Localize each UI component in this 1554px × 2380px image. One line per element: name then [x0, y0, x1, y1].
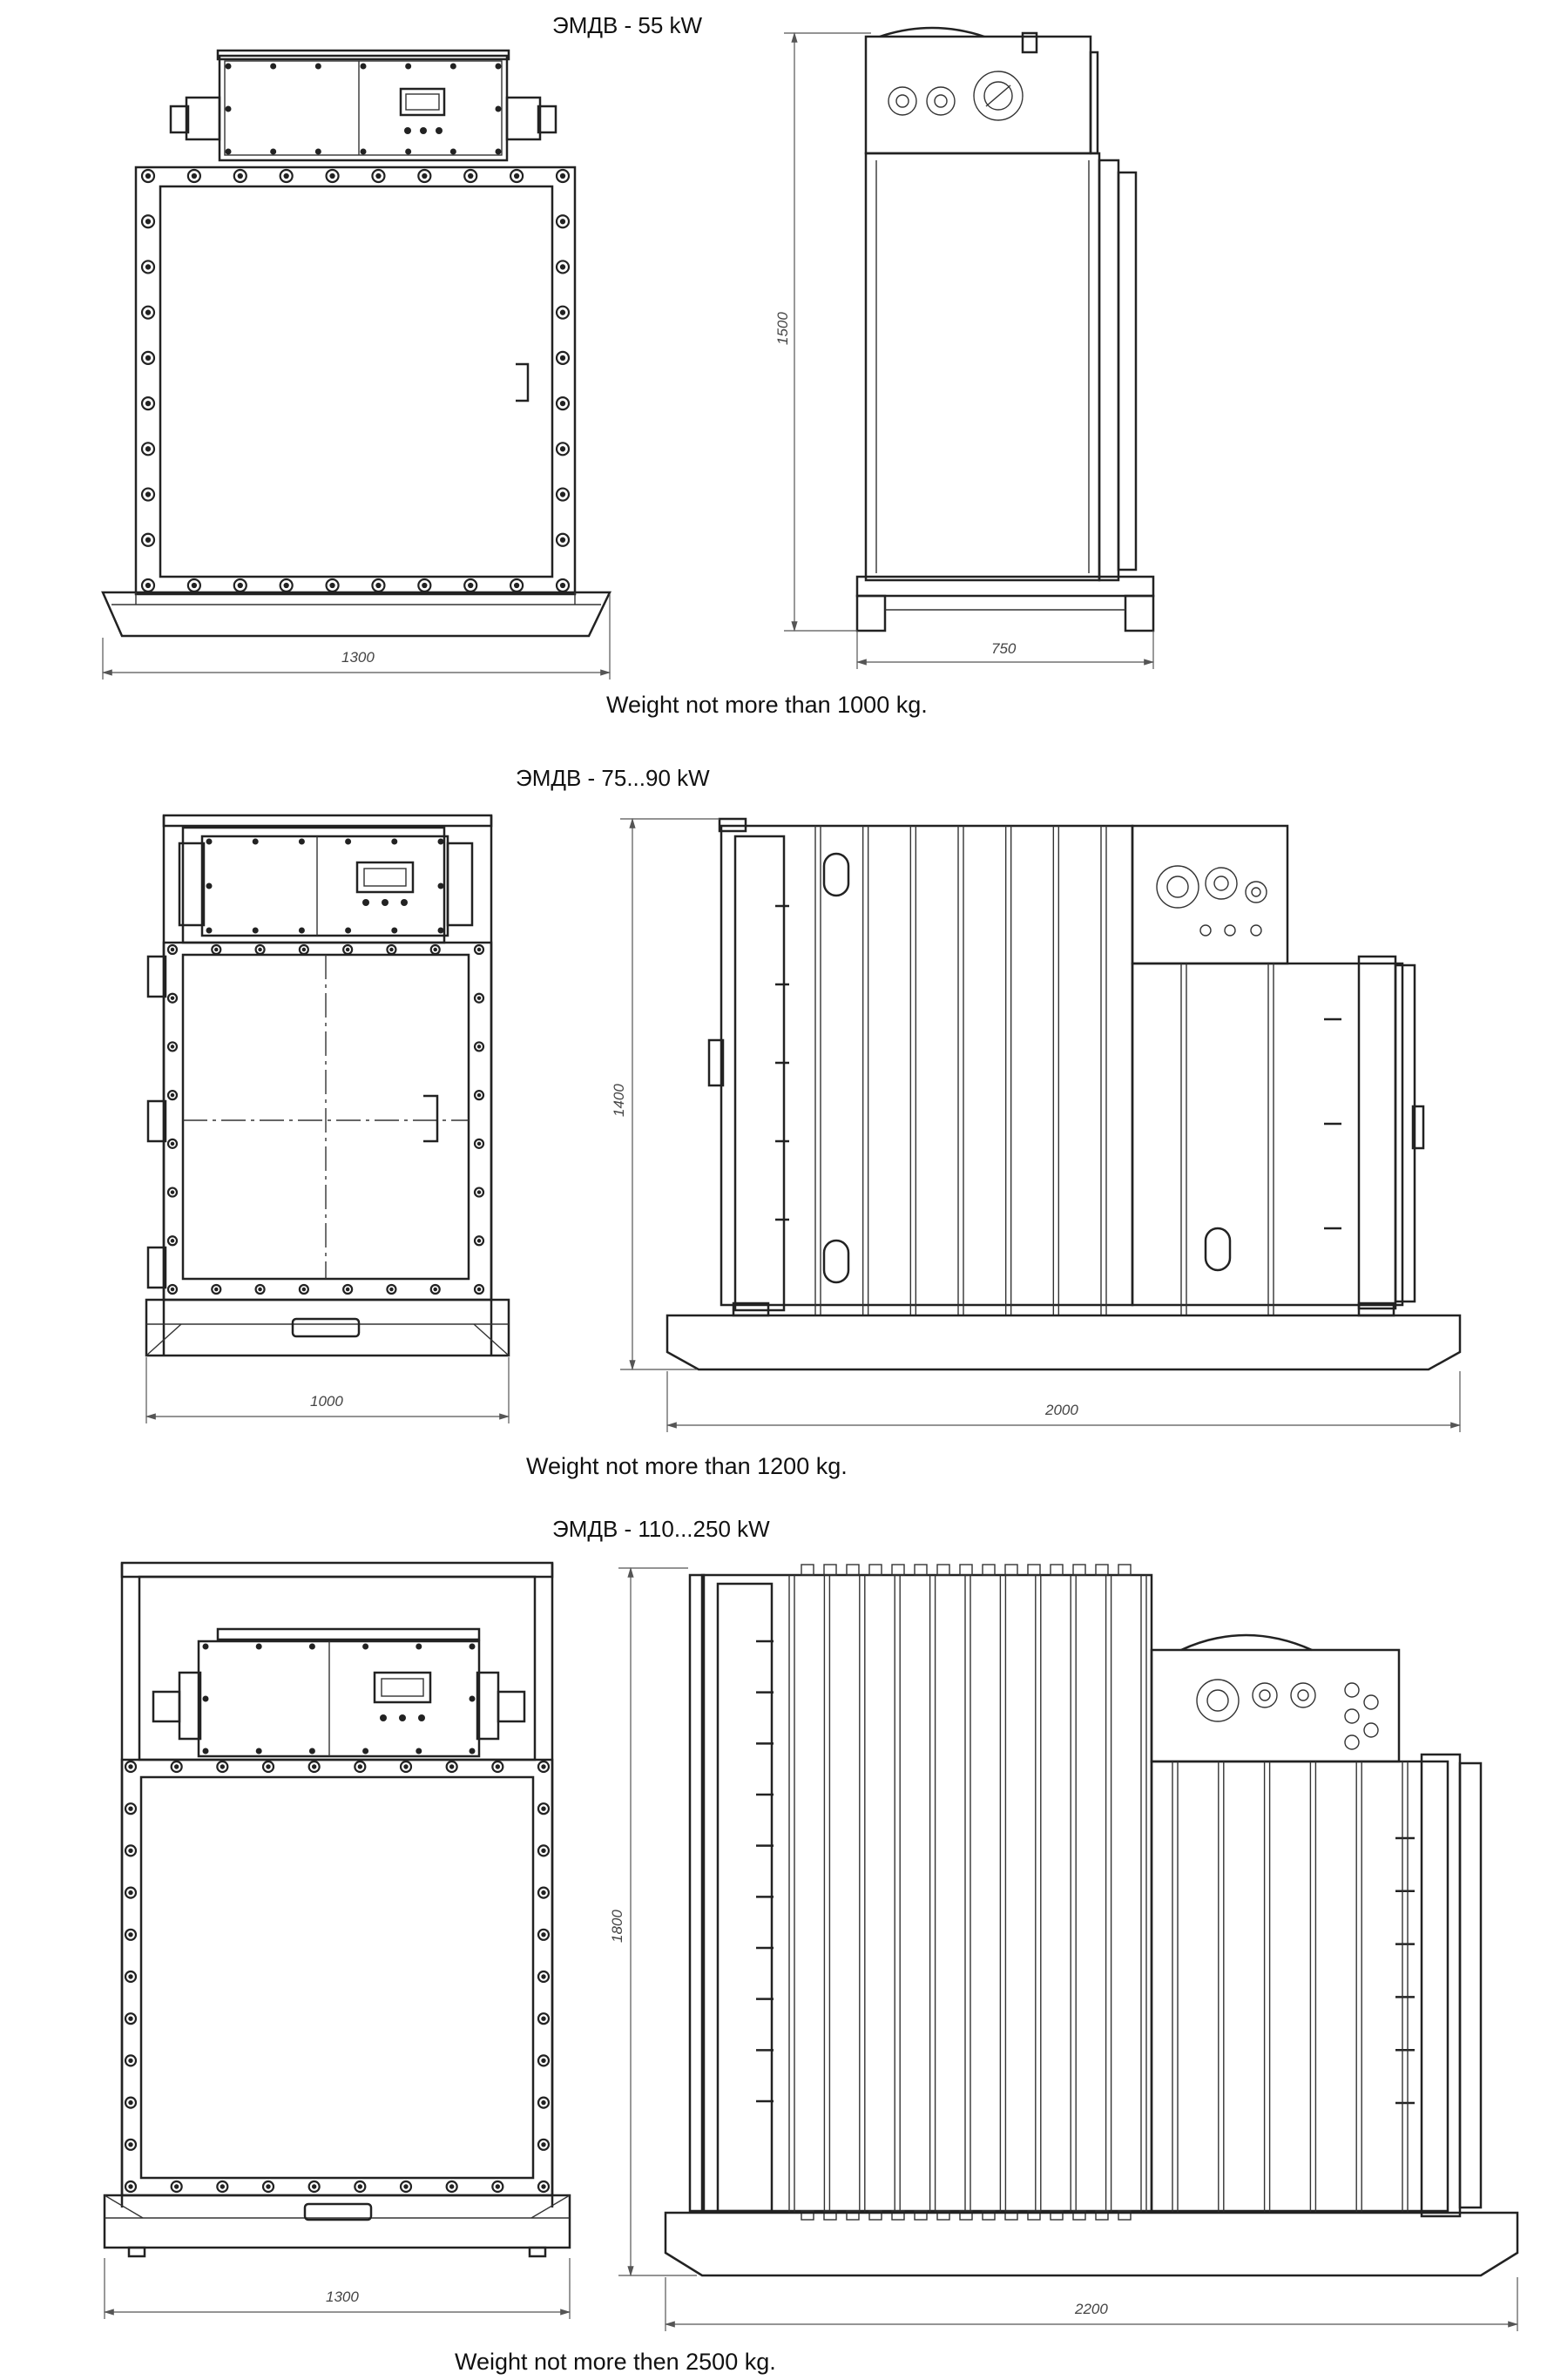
dim-front-width-55kw: 1300 [341, 649, 375, 666]
section-110-250kw-title: ЭМДВ - 110...250 kW [552, 1516, 770, 1542]
dim-front-width-75-90kw: 1000 [310, 1393, 343, 1410]
dimensions-75-90kw: 1000 2000 1400 [145, 817, 1462, 1432]
dim-side-width-55kw: 750 [991, 640, 1017, 657]
section-110-250kw-weight: Weight not more then 2500 kg. [455, 2349, 776, 2375]
front-view-55kw [101, 49, 611, 638]
dim-height-110-250kw: 1800 [609, 1910, 625, 1943]
front-view-110-250kw [103, 1561, 571, 2258]
dimensions-110-250kw: 1300 2200 1800 [103, 1566, 1519, 2331]
side-view-110-250kw [664, 1564, 1519, 2277]
dim-height-75-90kw: 1400 [611, 1084, 627, 1117]
section-55kw-title: ЭМДВ - 55 kW [552, 12, 703, 38]
side-view-75-90kw [666, 817, 1462, 1371]
section-75-90kw-title: ЭМДВ - 75...90 kW [516, 765, 710, 791]
dim-side-width-110-250kw: 2200 [1074, 2301, 1108, 2317]
front-view-75-90kw [145, 814, 510, 1357]
section-110-250kw: ЭМДВ - 110...250 kW [103, 1516, 1519, 2375]
dim-side-width-75-90kw: 2000 [1044, 1402, 1078, 1418]
dim-height-55kw: 1500 [774, 312, 791, 345]
section-55kw: ЭМДВ - 55 kW [101, 12, 1155, 718]
side-view-55kw [855, 26, 1155, 632]
dimensions-55kw: 1300 750 1500 [101, 31, 1155, 680]
section-75-90kw: ЭМДВ - 75...90 kW [145, 765, 1462, 1479]
section-55kw-weight: Weight not more than 1000 kg. [606, 692, 928, 718]
section-75-90kw-weight: Weight not more than 1200 kg. [526, 1453, 848, 1479]
dim-front-width-110-250kw: 1300 [326, 2289, 359, 2305]
